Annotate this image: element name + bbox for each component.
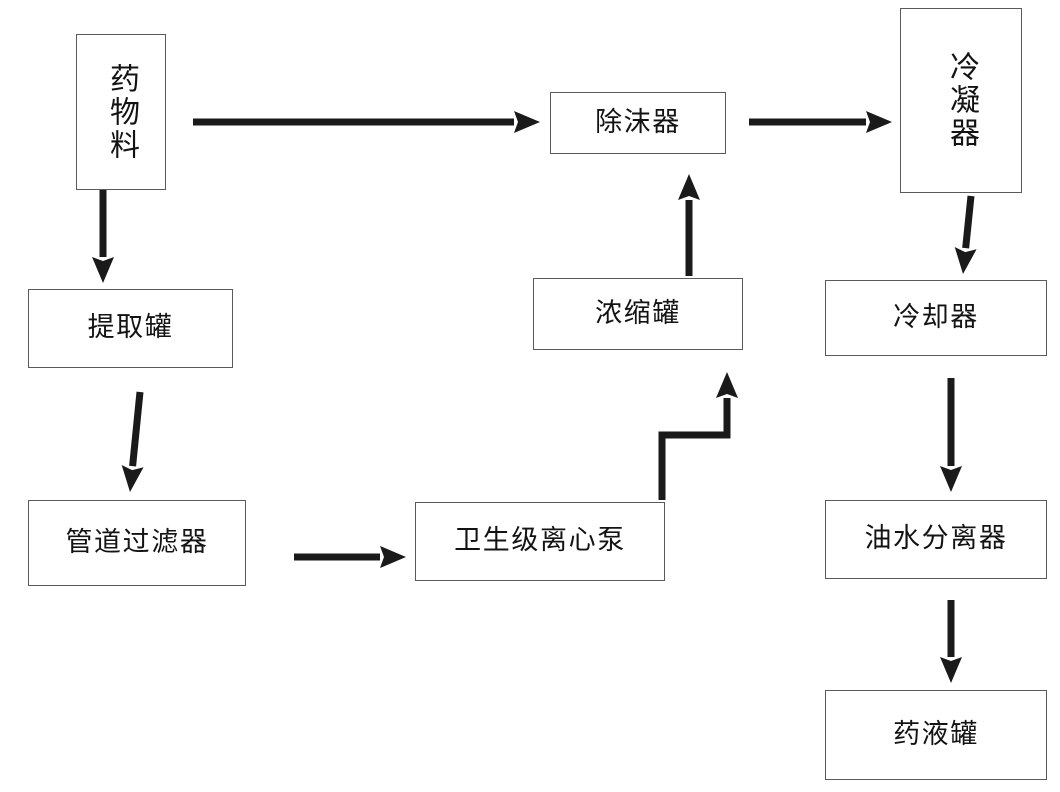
connector-arrowhead-pipeline-filter-to-pump: [380, 546, 406, 568]
node-pipeline-filter[interactable]: 管道过滤器: [28, 500, 246, 586]
node-extraction-tank[interactable]: 提取罐: [28, 289, 233, 368]
connector-arrowhead-cooler-to-oil-water-separator: [940, 466, 962, 492]
node-label-drug-material: 药物料: [104, 62, 139, 162]
node-label-demister: 除沫器: [595, 106, 681, 138]
connector-arrowhead-oil-water-separator-to-liquid-medicine-tank: [940, 657, 962, 683]
node-concentration-tank[interactable]: 浓缩罐: [533, 278, 743, 350]
connector-arrowhead-demister-to-condenser: [866, 111, 892, 133]
node-cooler[interactable]: 冷却器: [825, 280, 1047, 356]
connector-shaft-extraction-tank-to-pipeline-filter: [129, 391, 144, 467]
node-label-liquid-medicine-tank: 药液罐: [893, 718, 979, 750]
connector-shaft-condenser-to-cooler: [962, 195, 975, 249]
connector-arrowhead-pump-to-concentration-tank: [716, 372, 738, 398]
node-demister[interactable]: 除沫器: [550, 92, 726, 154]
connector-arrowhead-drug-material-to-demister: [514, 111, 540, 133]
node-label-cooler: 冷却器: [893, 301, 979, 333]
node-oil-water-separator[interactable]: 油水分离器: [825, 500, 1047, 579]
connector-shaft-pump-to-concentration-tank: [658, 398, 731, 500]
node-label-concentration-tank: 浓缩罐: [595, 297, 681, 329]
node-liquid-medicine-tank[interactable]: 药液罐: [825, 690, 1047, 780]
connector-arrowhead-extraction-tank-to-pipeline-filter: [121, 465, 144, 492]
node-label-pipeline-filter: 管道过滤器: [65, 526, 209, 558]
node-sanitary-centrifugal-pump[interactable]: 卫生级离心泵: [415, 502, 665, 581]
node-label-condenser: 冷凝器: [944, 51, 979, 150]
node-label-sanitary-centrifugal-pump: 卫生级离心泵: [454, 525, 626, 557]
node-label-oil-water-separator: 油水分离器: [864, 523, 1008, 555]
node-condenser[interactable]: 冷凝器: [900, 8, 1022, 193]
node-drug-material[interactable]: 药物料: [76, 34, 166, 190]
connector-arrowhead-condenser-to-cooler: [954, 247, 977, 274]
connector-arrowhead-drug-material-to-extraction-tank: [92, 257, 114, 283]
connector-arrowhead-concentration-tank-to-demister: [678, 174, 700, 200]
node-label-extraction-tank: 提取罐: [87, 312, 174, 344]
